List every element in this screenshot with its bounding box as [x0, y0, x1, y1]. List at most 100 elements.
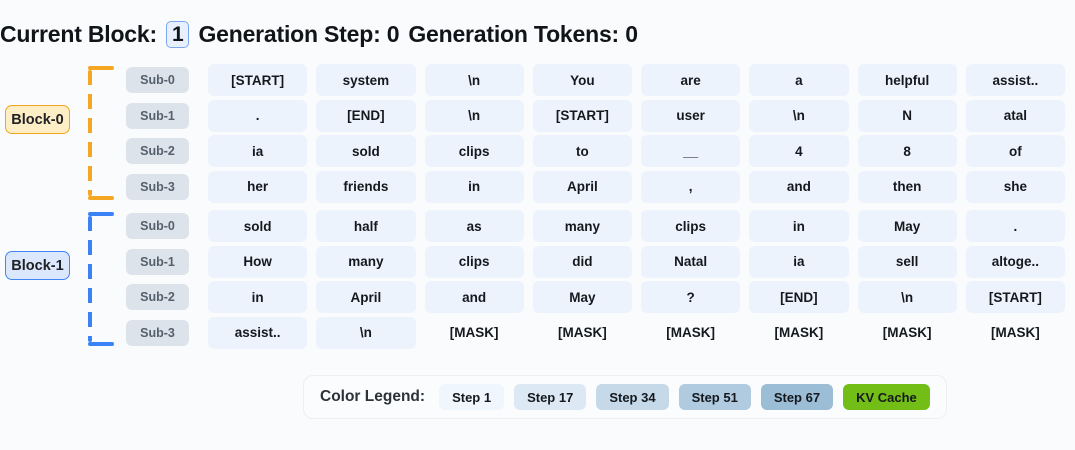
block-bracket	[88, 66, 114, 200]
block-label-block-0[interactable]: Block-0	[5, 105, 70, 134]
token-cell[interactable]: [START]	[208, 64, 308, 96]
token-cell[interactable]: user	[641, 99, 741, 132]
sub-step-chip-sub-0[interactable]: Sub-0	[126, 213, 189, 239]
sub-step-chip-sub-2[interactable]: Sub-2	[126, 138, 189, 164]
token-cell[interactable]: .	[208, 99, 308, 132]
token-cell[interactable]: \n	[857, 281, 957, 313]
token-cell[interactable]: .	[965, 210, 1065, 242]
token-cell[interactable]: assist..	[208, 316, 308, 349]
token-cell[interactable]: ,	[641, 170, 741, 203]
token-cell[interactable]: [START]	[532, 99, 632, 132]
token-cell[interactable]: April	[316, 281, 416, 313]
token-cell[interactable]: clips	[424, 245, 524, 278]
token-cell[interactable]: clips	[424, 135, 524, 167]
token-cell[interactable]: a	[749, 64, 849, 96]
token-cell[interactable]: she	[965, 170, 1065, 203]
token-cell[interactable]: half	[316, 210, 416, 242]
legend-swatch-step-51[interactable]: Step 51	[678, 384, 751, 410]
token-cell[interactable]: ia	[749, 245, 849, 278]
token-cell[interactable]: sell	[857, 245, 957, 278]
token-cell[interactable]: helpful	[857, 64, 957, 96]
color-legend-title: Color Legend:	[320, 388, 426, 405]
token-cell[interactable]: How	[208, 245, 308, 278]
token-cell[interactable]: to	[532, 135, 632, 167]
legend-swatch-step-67[interactable]: Step 67	[760, 384, 834, 410]
token-cell[interactable]: You	[532, 64, 632, 96]
block-label-block-1[interactable]: Block-1	[5, 251, 70, 280]
legend-swatch-step-1[interactable]: Step 1	[439, 384, 505, 410]
token-cell[interactable]: \n	[424, 64, 524, 96]
token-cell[interactable]: as	[424, 210, 524, 242]
legend-swatch-kv-cache[interactable]: KV Cache	[843, 384, 930, 410]
bracket-stem	[88, 70, 92, 196]
token-cell-mask[interactable]: [MASK]	[424, 316, 524, 349]
token-cell[interactable]: April	[532, 170, 632, 203]
legend-swatch-step-17[interactable]: Step 17	[514, 384, 587, 410]
bracket-bottom-arm	[88, 342, 114, 346]
sub-step-chip-sub-0[interactable]: Sub-0	[126, 67, 189, 93]
token-cell[interactable]: friends	[316, 170, 416, 203]
token-cell[interactable]: __	[641, 135, 741, 167]
token-cell-mask[interactable]: [MASK]	[857, 316, 957, 349]
token-cell[interactable]: system	[316, 64, 416, 96]
bracket-bottom-arm	[88, 196, 114, 200]
sub-step-chip-sub-1[interactable]: Sub-1	[126, 248, 189, 275]
token-cell[interactable]: and	[749, 170, 849, 203]
token-cell[interactable]: in	[424, 170, 524, 203]
sub-step-chip-sub-2[interactable]: Sub-2	[126, 284, 189, 310]
token-cell[interactable]: 4	[749, 135, 849, 167]
token-cell[interactable]: \n	[316, 316, 416, 349]
token-cell[interactable]: then	[857, 170, 957, 203]
block-bracket	[88, 212, 114, 346]
token-cell[interactable]: [END]	[316, 99, 416, 132]
token-cell[interactable]: May	[532, 281, 632, 313]
token-cell[interactable]: her	[208, 170, 308, 203]
token-cell-mask[interactable]: [MASK]	[532, 316, 632, 349]
token-cell[interactable]: [END]	[749, 281, 849, 313]
token-cell[interactable]: May	[857, 210, 957, 242]
token-cell[interactable]: many	[316, 245, 416, 278]
token-cell[interactable]: [START]	[965, 281, 1065, 313]
token-cell[interactable]: did	[532, 245, 632, 278]
token-cell[interactable]: sold	[208, 210, 308, 242]
current-block-label: Current Block:	[0, 20, 157, 47]
token-cell[interactable]: and	[424, 281, 524, 313]
token-cell[interactable]: 8	[857, 135, 957, 167]
token-cell[interactable]: atal	[965, 99, 1065, 132]
token-cell[interactable]: many	[532, 210, 632, 242]
sub-step-chip-sub-3[interactable]: Sub-3	[126, 319, 189, 346]
token-cell[interactable]: of	[965, 135, 1065, 167]
token-cell[interactable]: \n	[749, 99, 849, 132]
token-cell-mask[interactable]: [MASK]	[965, 316, 1065, 349]
token-cell[interactable]: in	[749, 210, 849, 242]
token-cell[interactable]: N	[857, 99, 957, 132]
bracket-top-arm	[88, 212, 114, 216]
token-cell[interactable]: assist..	[965, 64, 1065, 96]
legend-swatch-step-34[interactable]: Step 34	[596, 384, 669, 410]
sub-step-chip-sub-1[interactable]: Sub-1	[126, 102, 189, 129]
sub-step-chip-sub-3[interactable]: Sub-3	[126, 173, 189, 200]
status-header: Current Block: 1 Generation Step: 0 Gene…	[0, 16, 638, 52]
token-cell[interactable]: Natal	[641, 245, 741, 278]
token-cell-mask[interactable]: [MASK]	[749, 316, 849, 349]
token-cell[interactable]: in	[208, 281, 308, 313]
token-cell[interactable]: sold	[316, 135, 416, 167]
token-cell[interactable]: altoge..	[965, 245, 1065, 278]
token-cell[interactable]: are	[641, 64, 741, 96]
token-cell[interactable]: ia	[208, 135, 308, 167]
token-cell[interactable]: ?	[641, 281, 741, 313]
token-cell-mask[interactable]: [MASK]	[641, 316, 741, 349]
token-cell[interactable]: clips	[641, 210, 741, 242]
token-cell[interactable]: \n	[424, 99, 524, 132]
current-block-value-badge: 1	[165, 20, 190, 48]
